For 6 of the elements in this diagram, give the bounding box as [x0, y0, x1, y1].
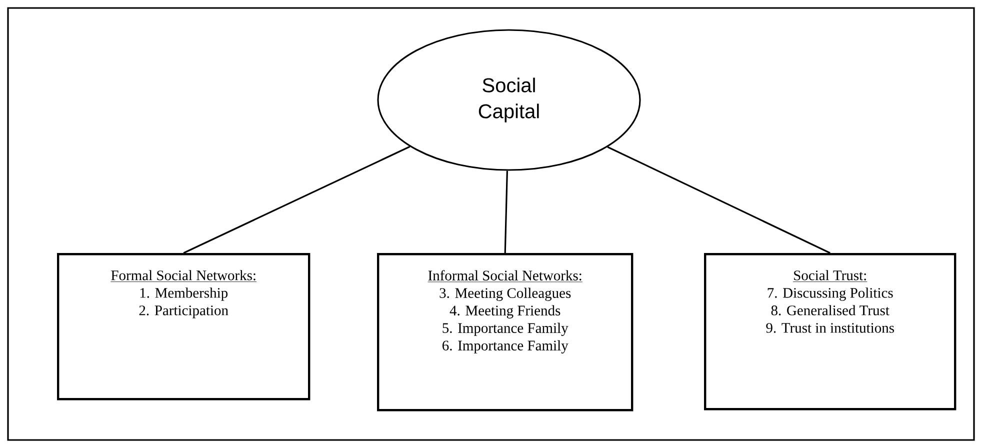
text-box: Informal Social Networks: 3. Meeting Colleagues 4. Meeting Friends 5. Importance Family 6. Importance Family — [377, 253, 634, 412]
connector-line — [504, 170, 508, 254]
text-box: Social Trust: 7. Discussing Politics 8. Generalised Trust 9. Trust in institutions — [704, 253, 956, 410]
connector-line — [607, 146, 830, 254]
text-box: Formal Social Networks: 1. Membership 2. Participation — [57, 253, 310, 400]
connector-line — [183, 146, 410, 254]
